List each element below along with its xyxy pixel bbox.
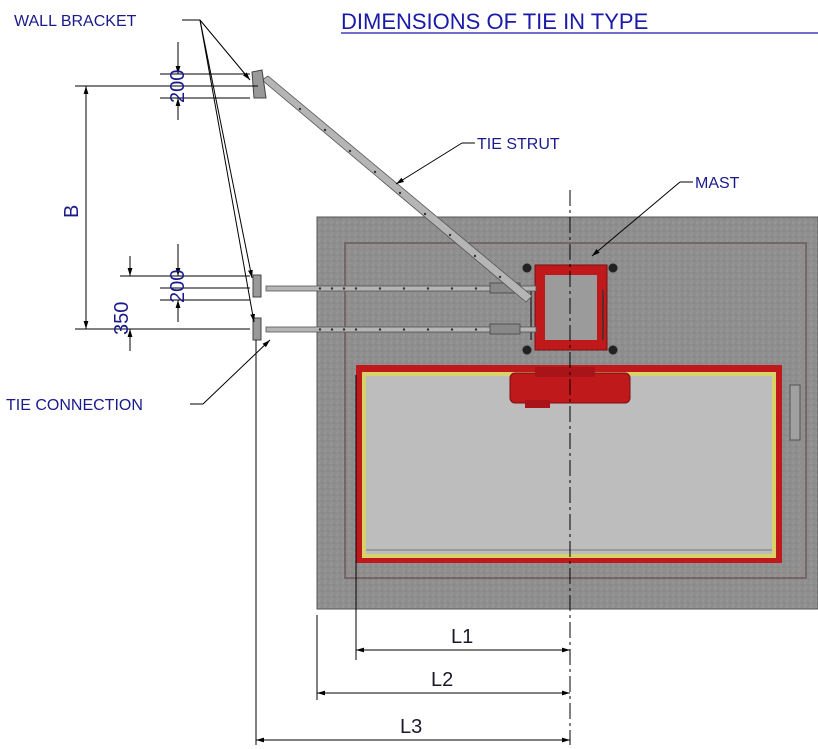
base-inner-outline xyxy=(344,242,807,579)
dim-lower-200 xyxy=(160,244,250,322)
dim-lower-200-label: 200 xyxy=(167,270,189,303)
wall-bracket-leader xyxy=(182,19,255,323)
base-inner-outline-2 xyxy=(348,246,803,575)
tie-connection-leader xyxy=(190,339,271,405)
mast xyxy=(521,262,619,356)
diagram-title: DIMENSIONS OF TIE IN TYPE xyxy=(341,9,648,34)
mast-label: MAST xyxy=(695,175,740,192)
dim-350 xyxy=(110,256,160,351)
dim-b-label: B xyxy=(61,205,83,218)
dim-350-label: 350 xyxy=(111,302,133,335)
tie-strut-leader xyxy=(395,142,475,185)
dim-l-lines xyxy=(255,340,570,745)
dim-b xyxy=(75,85,250,330)
tie-strut-label: TIE STRUT xyxy=(477,136,560,153)
mast-leader xyxy=(591,181,693,257)
cage-platform xyxy=(356,365,801,563)
dim-top-200-label: 200 xyxy=(167,70,189,103)
dim-l1-label: L1 xyxy=(451,626,473,648)
dim-l2-label: L2 xyxy=(431,669,453,691)
dim-l3-label: L3 xyxy=(400,716,422,738)
dim-top-200 xyxy=(160,42,258,120)
diagonal-tie-strut xyxy=(251,69,533,303)
horizontal-tie-tubes xyxy=(252,274,537,341)
tie-connection-label: TIE CONNECTION xyxy=(6,397,143,414)
wall-bracket-label: WALL BRACKET xyxy=(14,13,137,30)
